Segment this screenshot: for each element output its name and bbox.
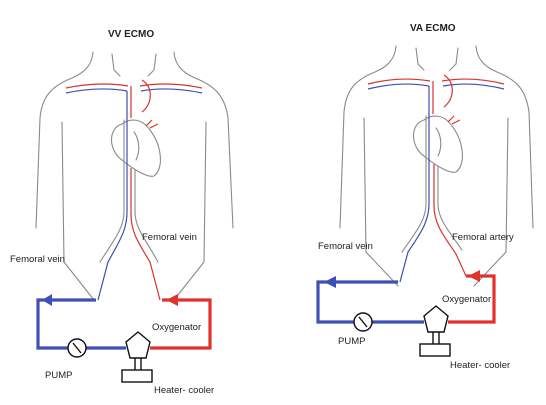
va-ecmo-panel: VA ECMO bbox=[316, 23, 534, 371]
vv-heater-cooler-icon bbox=[121, 369, 153, 383]
vv-body-outline bbox=[35, 51, 234, 301]
va-label-left-vein: Femoral vein bbox=[318, 241, 373, 252]
vv-heart bbox=[110, 119, 161, 177]
vv-label-pump: PUMP bbox=[45, 370, 72, 381]
vv-return-line bbox=[150, 298, 212, 350]
va-return-arrow-icon bbox=[468, 270, 480, 282]
va-label-heater-cooler: Heater- cooler bbox=[450, 360, 510, 371]
vv-label-left-vein: Femoral vein bbox=[10, 254, 65, 265]
vv-drainage-line bbox=[36, 298, 96, 350]
vv-pump-icon bbox=[67, 338, 87, 358]
va-label-right-vessel: Femoral artery bbox=[452, 232, 514, 243]
vv-descending-vessels bbox=[97, 119, 161, 301]
va-circuit bbox=[316, 270, 496, 324]
vv-label-oxygenator: Oxygenator bbox=[152, 322, 201, 333]
va-label-pump: PUMP bbox=[338, 336, 365, 347]
vv-label-right-vessel: Femoral vein bbox=[142, 232, 197, 243]
vv-drainage-arrow-icon bbox=[42, 294, 52, 306]
va-oxygenator-icon bbox=[423, 305, 449, 344]
va-vessels bbox=[367, 74, 505, 116]
vv-circuit bbox=[36, 294, 212, 350]
va-descending-vessels bbox=[399, 115, 467, 283]
va-drainage-line bbox=[316, 280, 398, 324]
vv-return-arrow-icon bbox=[166, 294, 178, 306]
vv-ecmo-panel: VV ECMO bbox=[10, 29, 234, 396]
va-heart bbox=[412, 115, 463, 173]
vv-label-heater-cooler: Heater- cooler bbox=[154, 385, 214, 396]
va-label-oxygenator: Oxygenator bbox=[442, 294, 491, 305]
va-drainage-arrow-icon bbox=[324, 276, 336, 288]
vv-ecmo-title: VV ECMO bbox=[108, 29, 154, 40]
va-heater-cooler-icon bbox=[419, 343, 451, 357]
va-ecmo-title: VA ECMO bbox=[410, 23, 456, 34]
vv-vessels bbox=[65, 79, 203, 120]
va-pump-icon bbox=[353, 312, 373, 332]
vv-oxygenator-icon bbox=[125, 331, 151, 370]
